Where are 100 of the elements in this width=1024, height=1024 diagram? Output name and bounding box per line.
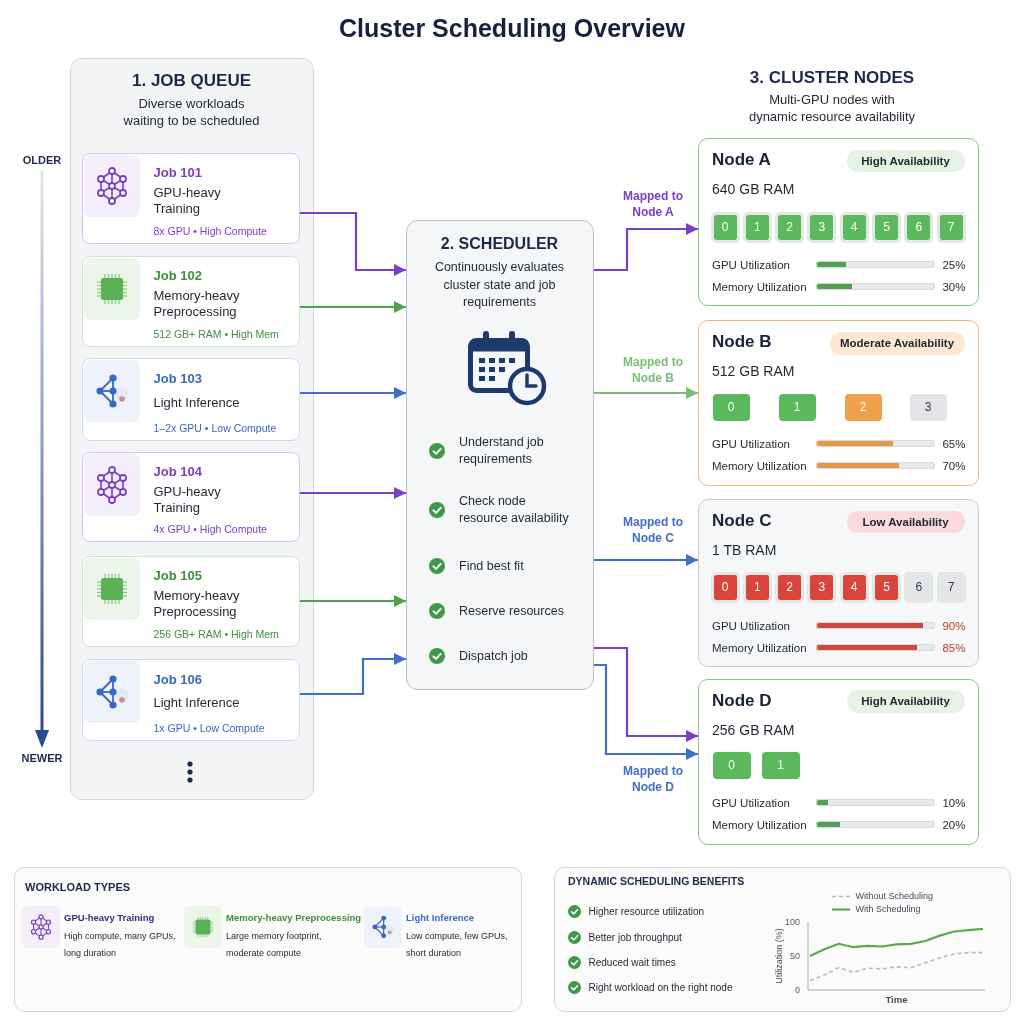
benefit-text: Right workload on the right node xyxy=(588,981,733,994)
gpu-index: 4 xyxy=(850,220,858,234)
metric-label: GPU Utilization xyxy=(712,618,790,633)
benefit-text: Higher resource utilization xyxy=(588,905,705,918)
arrow xyxy=(594,646,698,742)
gpu-slot xyxy=(742,571,772,603)
metric-label: Memory Utilization xyxy=(712,458,807,473)
status-text: Low Availability xyxy=(862,514,949,529)
status-text: Moderate Availability xyxy=(839,336,955,350)
step-text: Check node resource availability xyxy=(459,493,569,527)
metric-value: 65% xyxy=(942,436,966,451)
gpu-slot xyxy=(710,211,740,243)
job-title: Memory-heavy Preprocessing xyxy=(153,287,241,320)
gpu-slot xyxy=(844,393,882,421)
node-name: Node B xyxy=(712,332,772,352)
type-description: Large memory footprint, moderate compute xyxy=(226,930,323,960)
metric-label: GPU Utilization xyxy=(712,436,790,451)
info-panel xyxy=(14,867,522,1012)
job-id: Job 103 xyxy=(153,370,202,387)
job-specs: 512 GB+ RAM • High Mem xyxy=(153,327,279,340)
gpu-slot xyxy=(909,393,947,421)
node-card xyxy=(698,320,979,486)
arrow xyxy=(300,387,406,399)
gpu-index: 5 xyxy=(883,220,890,234)
gpu-slot xyxy=(807,211,837,243)
gpu-index: 0 xyxy=(727,400,735,414)
gpu-index: 5 xyxy=(883,580,890,594)
scheduler-panel xyxy=(406,220,594,690)
timeline-label: OLDER xyxy=(22,153,62,167)
gpu-index: 6 xyxy=(915,580,923,594)
job-id: Job 106 xyxy=(153,671,202,688)
panel-heading: DYNAMIC SCHEDULING BENEFITS xyxy=(568,873,745,888)
node-specs: 512 GB RAM xyxy=(712,363,795,379)
arrow xyxy=(300,595,406,607)
benefit-text: Reduced wait times xyxy=(588,956,676,969)
arrow xyxy=(594,387,698,399)
gpu-index: 1 xyxy=(793,400,801,414)
job-id: Job 105 xyxy=(153,567,202,584)
legend-label: With Scheduling xyxy=(855,903,921,915)
gpu-slot xyxy=(778,393,816,421)
status-pill xyxy=(846,510,965,533)
gpu-slot xyxy=(761,751,800,779)
node-card xyxy=(698,138,979,306)
metric-label: Memory Utilization xyxy=(712,817,807,832)
job-specs: 4x GPU • High Compute xyxy=(153,522,267,535)
job-card xyxy=(81,451,300,542)
arrow xyxy=(300,487,406,499)
gpu-slot xyxy=(872,211,901,243)
panel-heading: 2. SCHEDULER xyxy=(440,234,559,254)
gpu-index: 4 xyxy=(850,580,858,594)
arrow xyxy=(300,301,406,313)
metric-label: Memory Utilization xyxy=(712,279,807,294)
job-card xyxy=(81,357,300,441)
panel-heading: WORKLOAD TYPES xyxy=(25,880,131,894)
legend-label: Without Scheduling xyxy=(855,890,934,902)
metric-value: 30% xyxy=(942,279,966,294)
metric-label: GPU Utilization xyxy=(712,257,790,272)
job-title: GPU-heavy Training xyxy=(153,483,222,516)
gpu-slot xyxy=(872,571,901,603)
gpu-slot xyxy=(710,571,740,603)
gpu-index: 7 xyxy=(947,580,955,594)
gpu-index: 2 xyxy=(786,580,793,594)
step-text: Find best fit xyxy=(459,558,525,575)
job-specs: 1x GPU • Low Compute xyxy=(153,721,265,734)
arrow xyxy=(594,663,698,760)
gpu-index: 2 xyxy=(859,400,867,414)
metric-value: 85% xyxy=(942,640,966,655)
status-pill xyxy=(829,331,965,355)
node-specs: 640 GB RAM xyxy=(712,181,795,197)
gpu-slot xyxy=(839,571,869,603)
metric-value: 90% xyxy=(942,618,966,633)
gpu-slot xyxy=(904,211,934,243)
job-specs: 1–2x GPU • Low Compute xyxy=(153,421,277,434)
job-id: Job 101 xyxy=(153,164,202,181)
job-title: Light Inference xyxy=(153,394,241,411)
job-card xyxy=(81,658,300,741)
metric-value: 10% xyxy=(942,795,966,810)
node-card xyxy=(698,499,979,667)
node-name: Node D xyxy=(712,691,772,711)
node-name: Node A xyxy=(712,150,771,170)
arrow xyxy=(594,554,698,566)
status-pill xyxy=(846,149,965,172)
metric-label: GPU Utilization xyxy=(712,795,790,810)
job-card xyxy=(81,255,300,347)
metric-label: Memory Utilization xyxy=(712,640,807,655)
gpu-index: 1 xyxy=(777,758,784,772)
gpu-slot xyxy=(712,393,750,421)
status-text: High Availability xyxy=(861,153,950,168)
type-description: High compute, many GPUs, long duration xyxy=(64,930,177,960)
tick-label: 0 xyxy=(794,984,800,995)
step-text: Reserve resources xyxy=(459,603,565,620)
node-specs: 1 TB RAM xyxy=(712,542,777,558)
gpu-index: 7 xyxy=(947,220,955,234)
panel-heading: 1. JOB QUEUE xyxy=(132,70,251,92)
gpu-index: 1 xyxy=(753,580,761,594)
section-heading: 3. CLUSTER NODES xyxy=(749,67,915,89)
node-name: Node C xyxy=(712,511,772,531)
type-description: Low compute, few GPUs, short duration xyxy=(406,930,509,960)
job-id: Job 102 xyxy=(153,267,202,284)
gpu-index: 1 xyxy=(753,220,761,234)
